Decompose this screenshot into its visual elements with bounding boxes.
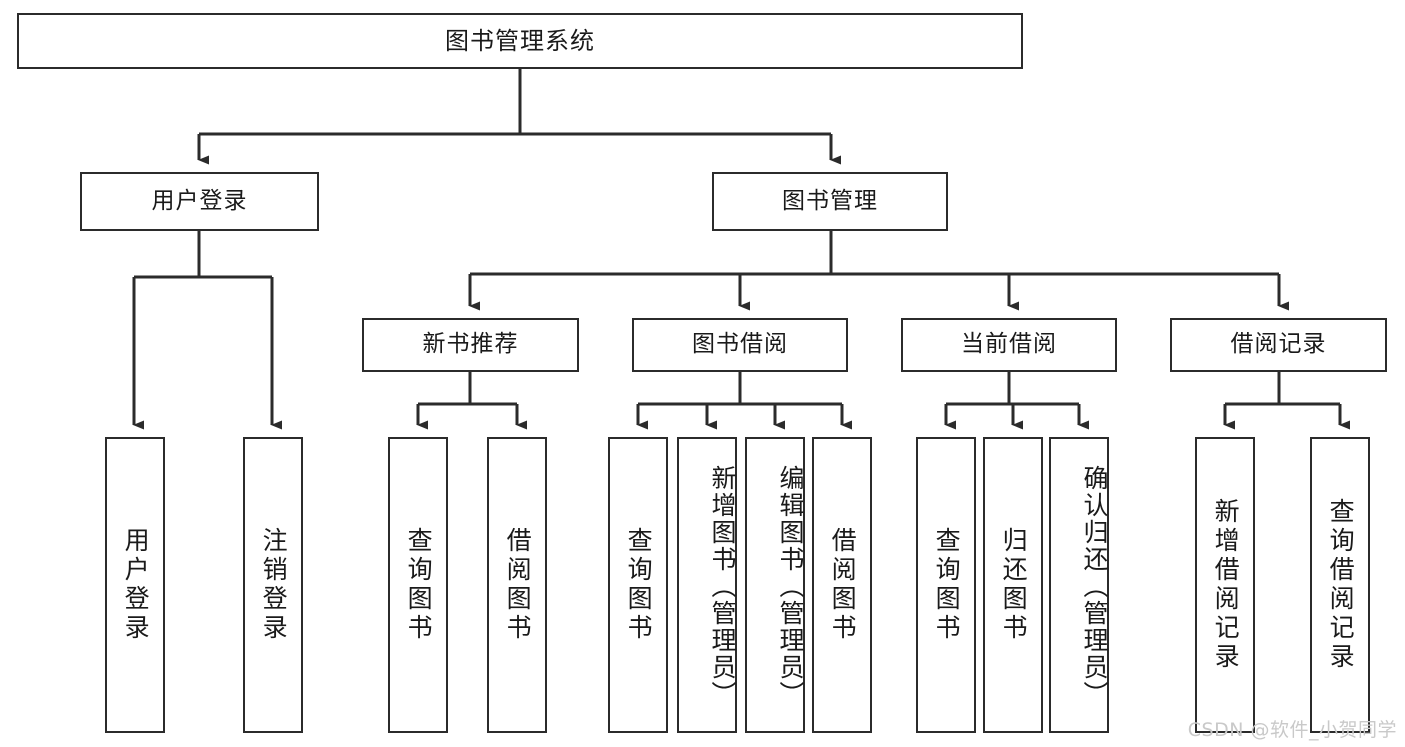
node-leaf-borrow-book-1[interactable]: 借阅图书 <box>487 437 547 733</box>
watermark-csdn: CSDN @软件_小贺同学 <box>1187 719 1397 741</box>
node-leaf-query-book-2[interactable]: 查询图书 <box>608 437 668 733</box>
node-leaf-borrow-book-2[interactable]: 借阅图书 <box>812 437 872 733</box>
node-leaf-user-login[interactable]: 用户登录 <box>105 437 165 733</box>
node-book-borrow[interactable]: 图书借阅 <box>632 318 848 372</box>
node-leaf-query-book-1[interactable]: 查询图书 <box>388 437 448 733</box>
node-root-book-management-system[interactable]: 图书管理系统 <box>17 13 1023 69</box>
node-leaf-add-book-admin[interactable]: 新增图书（管理员） <box>677 437 737 733</box>
node-leaf-query-book-3[interactable]: 查询图书 <box>916 437 976 733</box>
node-user-login[interactable]: 用户登录 <box>80 172 319 231</box>
node-current-borrow[interactable]: 当前借阅 <box>901 318 1117 372</box>
node-leaf-add-borrow-record[interactable]: 新增借阅记录 <box>1195 437 1255 733</box>
node-leaf-logout[interactable]: 注销登录 <box>243 437 303 733</box>
node-new-book-recommend[interactable]: 新书推荐 <box>362 318 579 372</box>
node-leaf-confirm-return-admin[interactable]: 确认归还（管理员） <box>1049 437 1109 733</box>
node-leaf-edit-book-admin[interactable]: 编辑图书（管理员） <box>745 437 805 733</box>
node-leaf-return-book[interactable]: 归还图书 <box>983 437 1043 733</box>
node-book-management[interactable]: 图书管理 <box>712 172 948 231</box>
node-leaf-query-borrow-record[interactable]: 查询借阅记录 <box>1310 437 1370 733</box>
node-borrow-record[interactable]: 借阅记录 <box>1170 318 1387 372</box>
